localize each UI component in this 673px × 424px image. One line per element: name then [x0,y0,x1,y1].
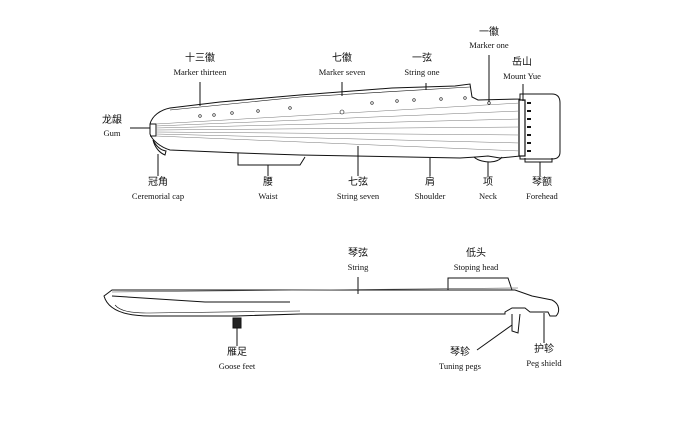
label-waist-zh: 腰 [263,177,273,188]
label-mount-yue-zh: 岳山 [511,57,532,68]
waist-bracket [237,153,306,166]
label-mount-yue-en: Mount Yue [503,71,541,81]
tuning-peg [511,313,521,334]
stoping-head-bracket [447,277,513,291]
top-string-ends [527,102,531,152]
label-peg-shield: 护轸 Peg shield [526,345,561,368]
label-goose-feet-zh: 雁足 [227,347,247,358]
label-marker-one-en: Marker one [469,40,509,50]
label-string-seven-zh: 七弦 [347,177,368,188]
side-bottom-inner [114,304,301,314]
label-marker-seven-zh: 七徽 [332,53,352,64]
label-mount-yue: 岳山 Mount Yue [503,58,541,81]
label-forehead-zh: 琴额 [531,177,552,188]
label-goose-feet: 雁足 Goose feet [219,348,256,371]
label-shoulder-en: Shoulder [414,191,446,201]
label-stoping-head: 低头 Stoping head [454,249,499,272]
label-stoping-head-en: Stoping head [453,262,499,272]
label-forehead-en: Forehead [526,191,558,201]
label-string: 琴弦 String [348,249,369,272]
side-top-line [111,295,290,303]
label-string-zh: 琴弦 [348,248,368,259]
label-string-en: String [347,262,369,272]
label-marker-seven: 七徽 Marker seven [319,54,366,77]
leader-tuning-pegs [476,324,513,351]
label-neck-en: Neck [479,191,497,201]
label-marker-one: 一徽 Marker one [469,28,508,50]
ceremonial-cap [152,139,167,156]
side-body-outline [103,289,560,317]
mount-yue-bar [518,99,526,157]
label-tuning-pegs: 琴轸 Tuning pegs [439,348,481,371]
label-shoulder-zh: 肩 [424,177,435,188]
top-inner-line [169,86,471,111]
gum-bracket [150,123,157,137]
label-forehead: 琴额 Forehead [526,178,558,201]
label-tuning-pegs-en: Tuning pegs [439,361,481,371]
label-peg-shield-zh: 护轸 [534,344,554,355]
label-waist: 腰 Waist [258,178,277,201]
label-marker-seven-en: Marker seven [318,67,366,77]
top-body-outline [149,83,561,160]
label-neck-zh: 项 [483,177,493,188]
label-ceremonial-cap: 冠角 Ceremorial cap [132,178,184,201]
label-string-seven: 七弦 String seven [337,178,379,201]
neck-notch [473,156,503,163]
label-waist-en: Waist [258,191,278,201]
label-stoping-head-zh: 低头 [466,248,486,259]
label-string-one-en: String one [404,67,440,77]
label-marker-thirteen: 十三徽 Marker thirteen [173,54,226,77]
side-string [111,287,519,293]
label-tuning-pegs-zh: 琴轸 [450,347,470,358]
label-string-one-zh: 一弦 [412,53,432,64]
top-strings [155,102,521,152]
label-neck: 项 Neck [479,178,497,201]
label-peg-shield-en: Peg shield [526,358,562,368]
label-goose-feet-en: Goose feet [218,361,256,371]
label-gum-zh: 龙龈 [102,115,122,126]
label-string-seven-en: String seven [336,191,380,201]
forehead-bracket [524,158,553,163]
label-ceremonial-cap-zh: 冠角 [148,177,168,188]
label-string-one: 一弦 String one [404,54,439,77]
label-ceremonial-cap-en: Ceremorial cap [131,191,185,201]
label-marker-thirteen-en: Marker thirteen [173,67,227,77]
label-shoulder: 肩 Shoulder [415,178,446,201]
label-marker-one-zh: 一徽 [478,27,499,38]
label-gum: 龙龈 Gum [102,116,122,138]
label-gum-en: Gum [103,128,121,138]
goose-feet [232,317,242,329]
hui-markers [198,96,491,118]
label-marker-thirteen-zh: 十三徽 [184,53,215,64]
